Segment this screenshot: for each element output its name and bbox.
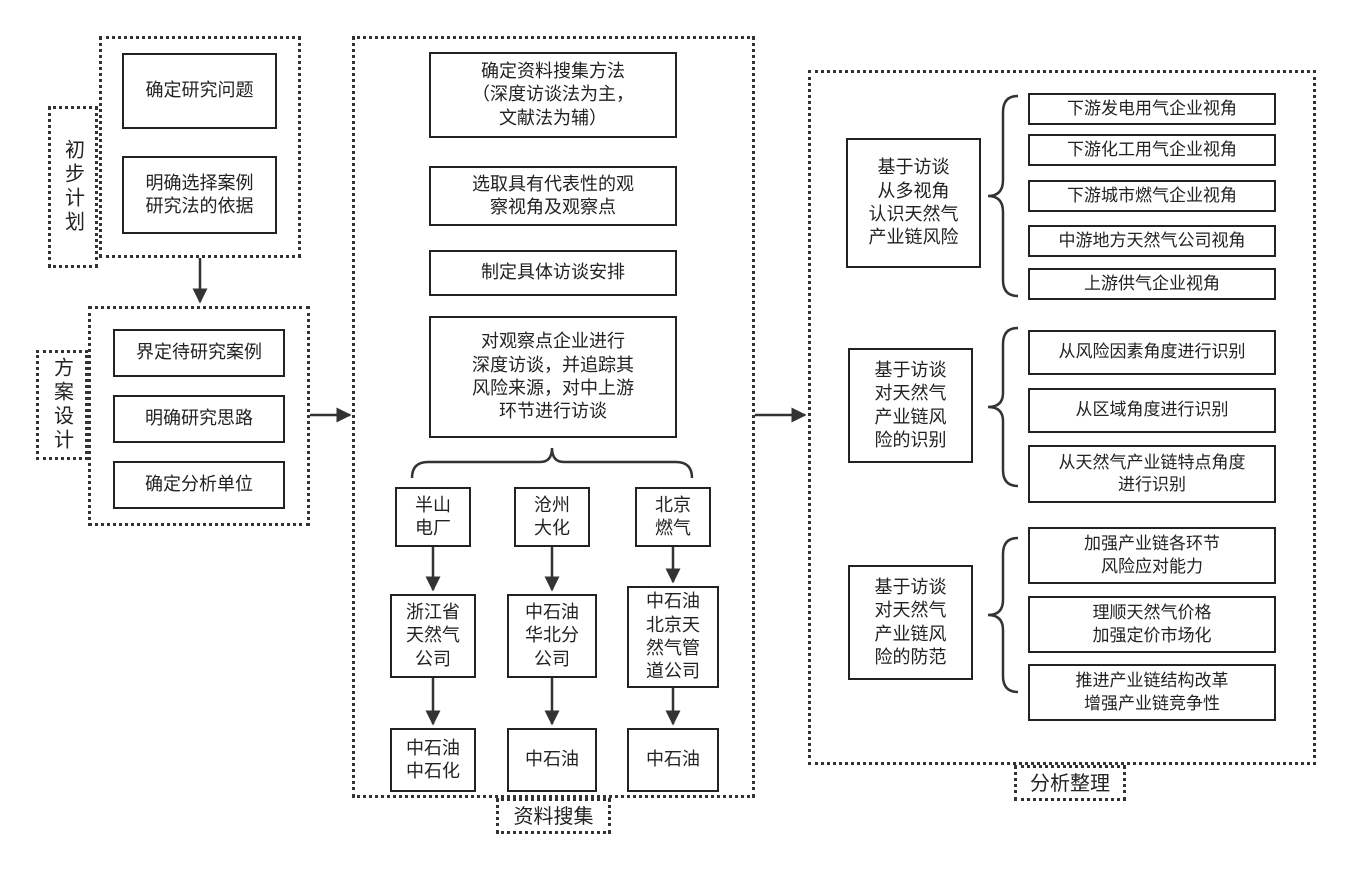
box-clarify-research-thinking: 明确研究思路 <box>113 395 285 443</box>
brace-analysis-group-1 <box>987 94 1019 298</box>
stage-tag-data-collection: 资料搜集 <box>496 798 611 834</box>
stage-preliminary-plan-frame <box>99 36 301 258</box>
stage-tag-scheme-design: 方案设计 <box>36 350 88 460</box>
box-chain3-upstream: 中石油 <box>627 728 719 792</box>
box-chain1-downstream: 半山 电厂 <box>395 487 471 547</box>
box-chain2-downstream: 沧州 大化 <box>514 487 590 547</box>
box-analysis-group2-item2: 从区域角度进行识别 <box>1028 388 1276 433</box>
box-analysis-group2-head: 基于访谈 对天然气 产业链风 险的识别 <box>848 348 973 463</box>
box-analysis-group2-item3: 从天然气产业链特点角度 进行识别 <box>1028 445 1276 503</box>
stage-tag-analysis: 分析整理 <box>1014 765 1126 801</box>
box-analysis-group3-head: 基于访谈 对天然气 产业链风 险的防范 <box>848 565 973 680</box>
box-analysis-group1-head: 基于访谈 从多视角 认识天然气 产业链风险 <box>846 138 981 268</box>
box-in-depth-interview: 对观察点企业进行 深度访谈，并追踪其 风险来源，对中上游 环节进行访谈 <box>429 316 677 438</box>
box-chain2-upstream: 中石油 <box>507 728 597 792</box>
box-chain1-upstream: 中石油 中石化 <box>390 728 476 792</box>
box-clarify-case-study-basis: 明确选择案例 研究法的依据 <box>122 156 277 234</box>
box-analysis-group3-item2: 理顺天然气价格 加强定价市场化 <box>1028 596 1276 653</box>
box-analysis-group1-item5: 上游供气企业视角 <box>1028 268 1276 300</box>
stage-analysis-frame <box>808 70 1316 765</box>
box-determine-research-question: 确定研究问题 <box>122 53 277 129</box>
box-analysis-group1-item1: 下游发电用气企业视角 <box>1028 93 1276 125</box>
box-define-cases: 界定待研究案例 <box>113 329 285 377</box>
stage-data-collection-frame <box>352 36 755 798</box>
box-select-observation-points: 选取具有代表性的观 察视角及观察点 <box>429 166 677 226</box>
box-chain3-downstream: 北京 燃气 <box>635 487 711 547</box>
box-analysis-group1-item2: 下游化工用气企业视角 <box>1028 134 1276 166</box>
brace-collection-to-chains <box>410 447 694 479</box>
box-chain2-midstream: 中石油 华北分 公司 <box>507 594 597 678</box>
stage-tag-preliminary-plan: 初步计划 <box>48 106 98 268</box>
box-collection-method: 确定资料搜集方法 （深度访谈法为主， 文献法为辅） <box>429 52 677 138</box>
box-analysis-group3-item1: 加强产业链各环节 风险应对能力 <box>1028 527 1276 584</box>
box-analysis-group2-item1: 从风险因素角度进行识别 <box>1028 330 1276 375</box>
box-determine-analysis-unit: 确定分析单位 <box>113 461 285 509</box>
box-interview-schedule: 制定具体访谈安排 <box>429 250 677 296</box>
brace-analysis-group-2 <box>987 326 1019 488</box>
box-chain3-midstream: 中石油 北京天 然气管 道公司 <box>627 586 719 688</box>
box-analysis-group3-item3: 推进产业链结构改革 增强产业链竞争性 <box>1028 664 1276 721</box>
brace-analysis-group-3 <box>987 536 1019 694</box>
box-chain1-midstream: 浙江省 天然气 公司 <box>390 594 476 678</box>
box-analysis-group1-item3: 下游城市燃气企业视角 <box>1028 180 1276 212</box>
stage-scheme-design-frame <box>88 306 310 526</box>
box-analysis-group1-item4: 中游地方天然气公司视角 <box>1028 225 1276 257</box>
